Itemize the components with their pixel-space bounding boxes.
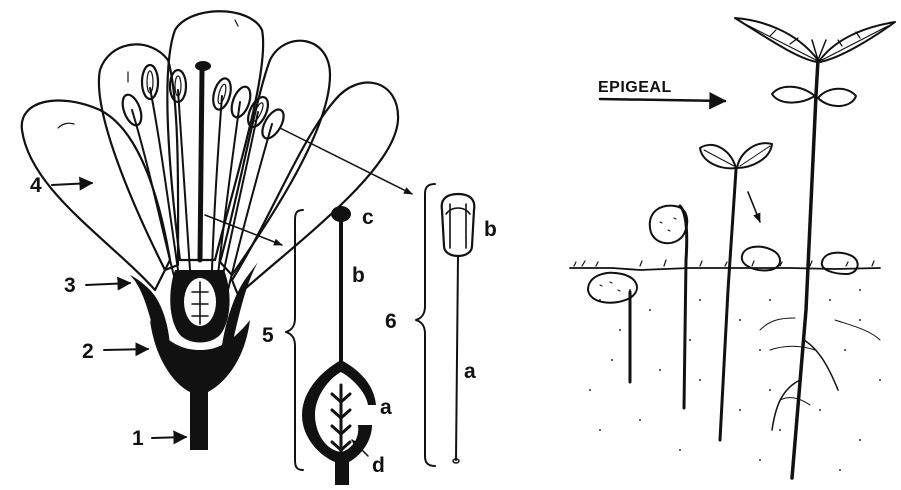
label-4: 4 (30, 174, 42, 197)
soil-grass (574, 260, 874, 266)
pistil-brace (286, 210, 303, 470)
pistil-callout-arrow (205, 215, 282, 245)
petal-left (22, 100, 170, 290)
pistil-label-a: a (380, 396, 392, 419)
petal-back-right (220, 41, 330, 275)
label-2: 2 (82, 340, 94, 363)
soil-surface (570, 268, 880, 270)
ovary (302, 360, 376, 485)
label-6: 6 (385, 310, 397, 333)
seedling-3 (700, 143, 772, 440)
seed (650, 206, 687, 243)
stamen-detail: 6 b a (385, 184, 497, 466)
cotyledon (700, 145, 736, 168)
petal-vein (58, 123, 74, 128)
pistil-detail: 5 c b a d (262, 206, 392, 485)
shed-seed-coat (822, 253, 858, 274)
flower-diagram: 4 3 2 1 (22, 11, 412, 450)
calyx (130, 262, 258, 450)
pistil-label-d: d (372, 454, 385, 477)
seedling-2 (650, 206, 687, 408)
anther-detail (442, 194, 475, 256)
filament (456, 256, 458, 460)
label-3: 3 (64, 274, 76, 297)
stamen-brace (416, 184, 435, 466)
petal-vein (235, 20, 238, 26)
label-1: 1 (132, 427, 144, 450)
seedling-4 (735, 18, 895, 478)
seed-coat-arrow (748, 192, 760, 222)
soil-dots (589, 289, 881, 471)
stamen-label-a: a (464, 360, 476, 383)
shed-seed-coat (742, 247, 780, 271)
anther (142, 65, 158, 99)
germination-diagram: EPIGEAL (570, 18, 895, 478)
root-hairs (760, 318, 880, 405)
flower-pistil (195, 61, 211, 260)
pistil-label-b: b (352, 264, 365, 287)
seed (588, 273, 637, 303)
cotyledon (818, 89, 856, 106)
epigeal-arrow (600, 99, 725, 101)
label-5: 5 (262, 324, 274, 347)
stamen-label-b: b (484, 218, 497, 241)
pistil-label-c: c (362, 206, 374, 229)
cotyledon (772, 87, 815, 103)
stamen-callout-arrow (280, 128, 412, 194)
epigeal-title: EPIGEAL (598, 79, 672, 96)
ovules (332, 385, 350, 455)
